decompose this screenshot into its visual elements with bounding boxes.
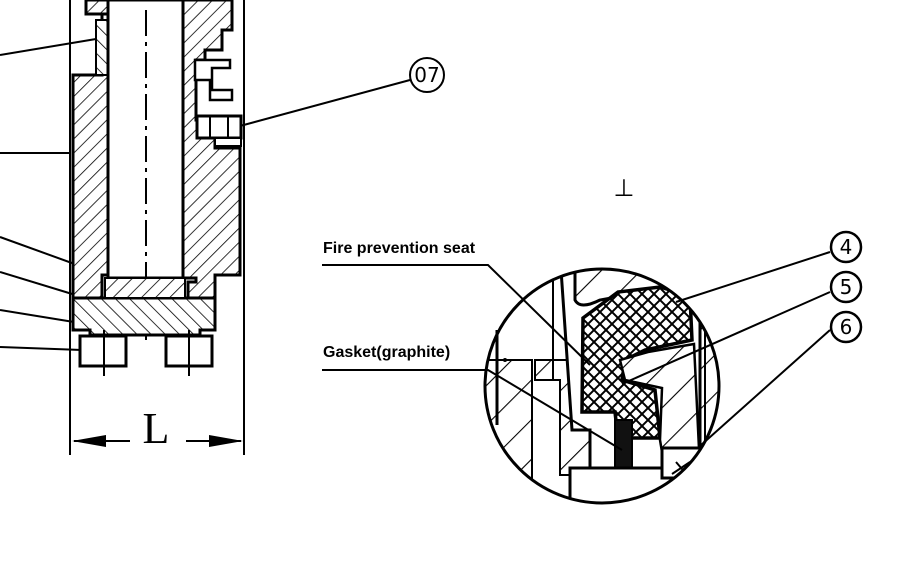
detail-circle [483,267,721,505]
valve-section [0,0,245,455]
gasket-graphite [614,419,633,469]
gasket-label: Gasket(graphite) [323,344,450,361]
screw [195,114,243,140]
callout-5-circle [829,270,863,304]
body-wall-right [181,0,242,300]
callout-6: 6 [840,315,853,339]
callout-6-circle [829,310,863,344]
fire-prevention-seat-label: Fire prevention seat [323,240,476,257]
body-section-lower [485,359,533,503]
sleeve-left [84,0,110,16]
retainer [660,446,712,480]
leader-line-1 [0,37,103,56]
leader-line-6 [0,346,83,351]
detail-view [483,267,721,505]
label-leaders [322,251,831,451]
leader-07 [239,79,411,127]
callout-5: 5 [840,275,853,299]
bottom-insert [104,277,186,299]
callout-4-circle [829,230,863,264]
packing-left [95,19,109,76]
bottom-plate [71,296,217,337]
callout-07-circle [409,57,445,93]
seal-detail [193,58,234,102]
callout-4: 4 [840,235,853,259]
leader-line-4 [0,271,83,298]
callout-07: 07 [414,63,439,87]
leader-line-5 [0,309,81,324]
view-marker: ⊥ [614,174,635,202]
dimension-L-label: L [143,404,170,453]
